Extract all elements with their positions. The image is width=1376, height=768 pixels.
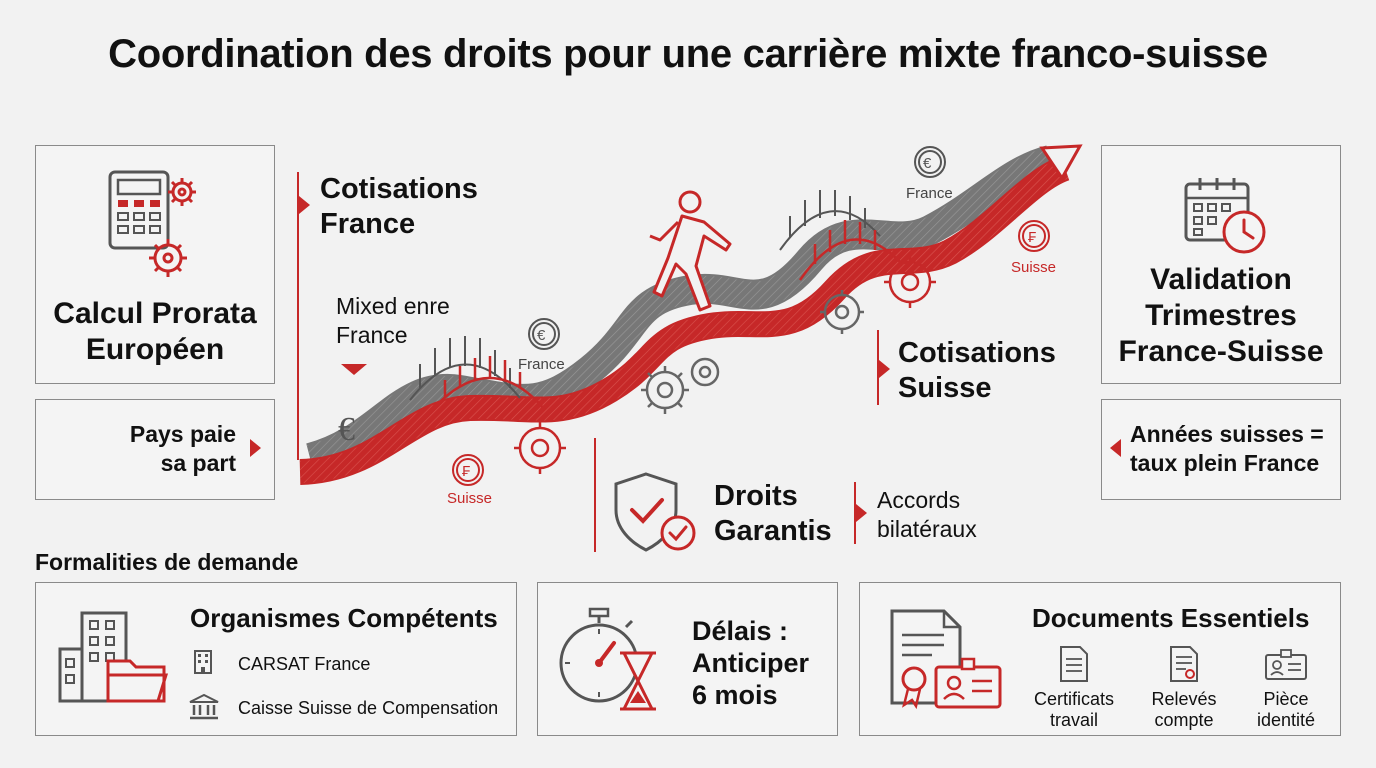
bank-building-icon [189,693,219,720]
delais-card: Délais : Anticiper 6 mois [537,582,838,736]
organismes-title: Organismes Compétents [190,603,498,633]
path-label-france-1: France [518,356,565,373]
cotisations-suisse-line [877,330,879,405]
career-path-illustration: € € € ₣ ₣ [299,144,1083,486]
svg-text:€: € [338,411,355,448]
accords-divider-line [854,482,856,544]
cotisations-france-line [297,172,299,460]
documents-card: Documents Essentiels Certificats travail… [859,582,1341,736]
pays-paie-line2: sa part [160,450,236,476]
delais-line3: 6 mois [692,680,778,710]
mixed-line1: Mixed enre [336,293,450,319]
accords-line1: Accords [877,487,961,513]
cotisations-france-marker [299,196,310,214]
page-title: Coordination des droits pour une carrièr… [108,32,1268,76]
doc-certificats-line1: Certificats [1033,689,1114,709]
delais-line1: Délais : [692,616,789,646]
stopwatch-hourglass-icon [559,607,656,711]
svg-text:₣: ₣ [462,463,470,480]
organismes-card: Organismes Compétents CARSAT France Cais… [35,582,517,736]
pays-paie-card: Pays paie sa part [35,399,275,500]
droits-line1: Droits [714,480,798,512]
doc-piece-line2: identité [1256,710,1316,730]
organismes-item-carsat: CARSAT France [238,654,371,674]
droits-line2: Garantis [714,515,832,547]
document-id-card-icon [890,609,1002,710]
annees-suisses-line2: taux plein France [1130,450,1320,476]
calcul-prorata-card: Calcul Prorata Européen [35,145,275,384]
calcul-prorata-line2: Européen [85,333,225,366]
validation-line2: Trimestres [1145,299,1297,332]
organismes-item-caisse: Caisse Suisse de Compensation [238,698,499,718]
calcul-prorata-line1: Calcul Prorata [53,297,257,330]
path-label-suisse-2: Suisse [1011,259,1057,276]
svg-text:€: € [537,327,546,344]
cotisations-suisse-line2: Suisse [898,372,992,404]
mixed-down-arrow [341,364,367,375]
path-label-france-2: France [906,185,953,202]
statement-icon [1170,646,1198,682]
cotisations-suisse-line1: Cotisations [898,337,1056,369]
svg-text:₣: ₣ [1028,229,1036,246]
cotisations-suisse-marker [879,360,890,378]
validation-line3: France-Suisse [1118,335,1324,368]
annees-suisses-arrow [1110,439,1121,457]
formalities-header: Formalities de demande [35,549,299,575]
validation-trimestres-card: Validation Trimestres France-Suisse [1101,145,1341,384]
validation-line1: Validation [1150,263,1292,296]
accords-marker [856,504,867,522]
pays-paie-arrow [250,439,261,457]
accords-line2: bilatéraux [877,516,977,542]
work-certificate-icon [1060,646,1088,682]
delais-line2: Anticiper [692,648,810,678]
annees-suisses-line1: Années suisses = [1130,421,1324,447]
droits-divider-line [594,438,596,552]
calendar-clock-icon [1184,178,1266,254]
shield-check-icon [614,472,696,552]
annees-suisses-card: Années suisses = taux plein France [1101,399,1341,500]
id-card-icon [1265,649,1307,680]
doc-releves-line2: compte [1154,710,1214,730]
office-building-icon [194,650,212,674]
mixed-line2: France [336,322,408,348]
calculator-gears-icon [108,170,196,277]
building-folder-icon [58,611,169,703]
pays-paie-line1: Pays paie [129,421,236,447]
doc-certificats-line2: travail [1049,710,1098,730]
documents-title: Documents Essentiels [1032,603,1310,633]
svg-text:€: € [923,155,932,172]
cotisations-france-line2: France [320,208,416,240]
doc-piece-line1: Pièce [1263,689,1309,709]
path-label-suisse-1: Suisse [447,490,493,507]
doc-releves-line1: Relevés [1151,689,1217,709]
cotisations-france-line1: Cotisations [320,173,478,205]
